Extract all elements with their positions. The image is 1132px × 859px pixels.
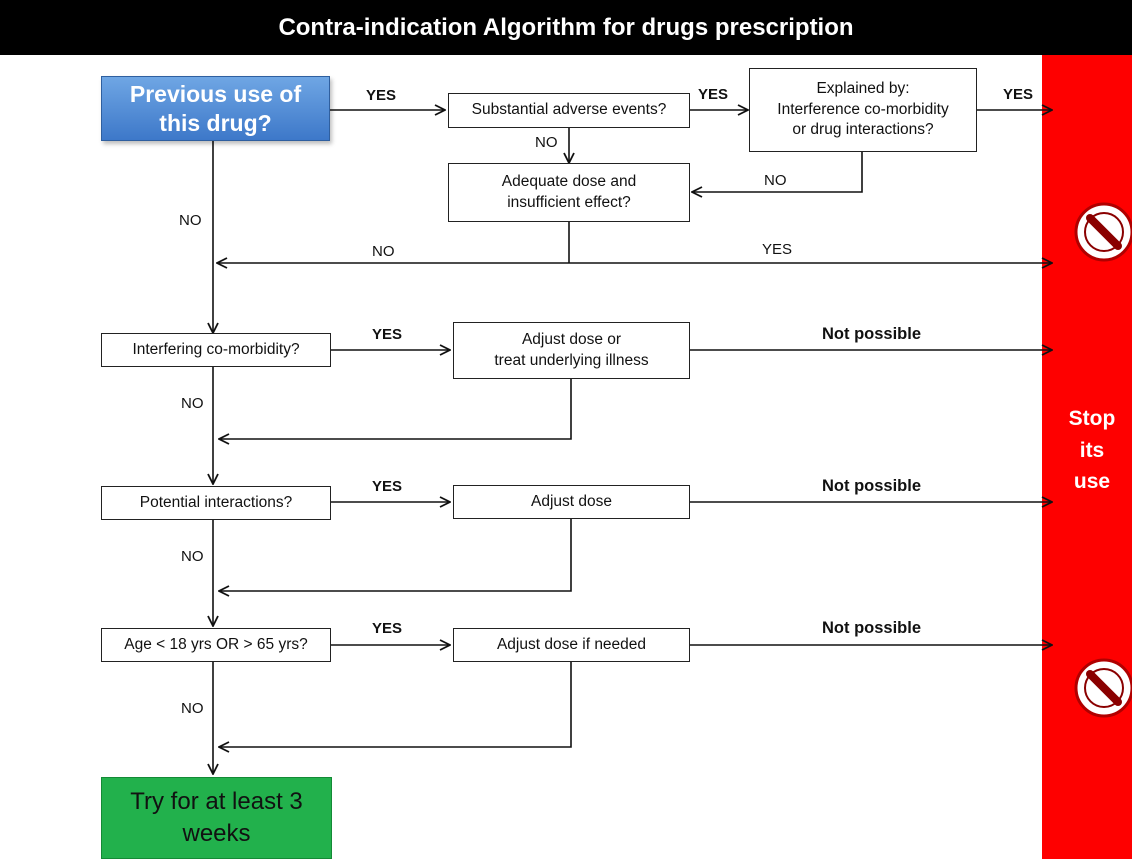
age-box: Age < 18 yrs OR > 65 yrs?: [101, 628, 331, 662]
no-label: NO: [181, 395, 204, 412]
no-label: NO: [179, 212, 202, 229]
start-node: Previous use of this drug?: [101, 76, 330, 141]
no-entry-icon: [1074, 202, 1132, 262]
not-possible-label: Not possible: [822, 325, 922, 343]
no-label: NO: [181, 548, 204, 565]
no-entry-icon: [1074, 658, 1132, 718]
no-label: NO: [181, 700, 204, 717]
adverse-events-box: Substantial adverse events?: [448, 93, 690, 128]
yes-label: YES: [698, 86, 729, 103]
adjust-illness-box: Adjust dose or treat underlying illness: [453, 322, 690, 379]
yes-label: YES: [372, 326, 403, 343]
yes-label: YES: [372, 620, 403, 637]
yes-label: YES: [1003, 86, 1034, 103]
explained-box: Explained by: Interference co-morbidity …: [749, 68, 977, 152]
comorbidity-box: Interfering co-morbidity?: [101, 333, 331, 367]
not-possible-label: Not possible: [822, 477, 922, 495]
yes-label: YES: [366, 87, 397, 104]
interactions-box: Potential interactions?: [101, 486, 331, 520]
no-label: NO: [372, 243, 395, 260]
not-possible-label: Not possible: [822, 619, 922, 637]
no-label: NO: [535, 134, 558, 151]
yes-label: YES: [762, 241, 793, 258]
no-label: NO: [764, 172, 787, 189]
adequate-dose-box: Adequate dose and insufficient effect?: [448, 163, 690, 222]
end-node: Try for at least 3 weeks: [101, 777, 332, 859]
yes-label: YES: [372, 478, 403, 495]
adjust-if-needed-box: Adjust dose if needed: [453, 628, 690, 662]
stop-column: [1042, 55, 1132, 859]
page-title: Contra-indication Algorithm for drugs pr…: [0, 0, 1132, 55]
adjust-dose-box: Adjust dose: [453, 485, 690, 519]
stop-label: Stop its use: [1068, 407, 1116, 493]
